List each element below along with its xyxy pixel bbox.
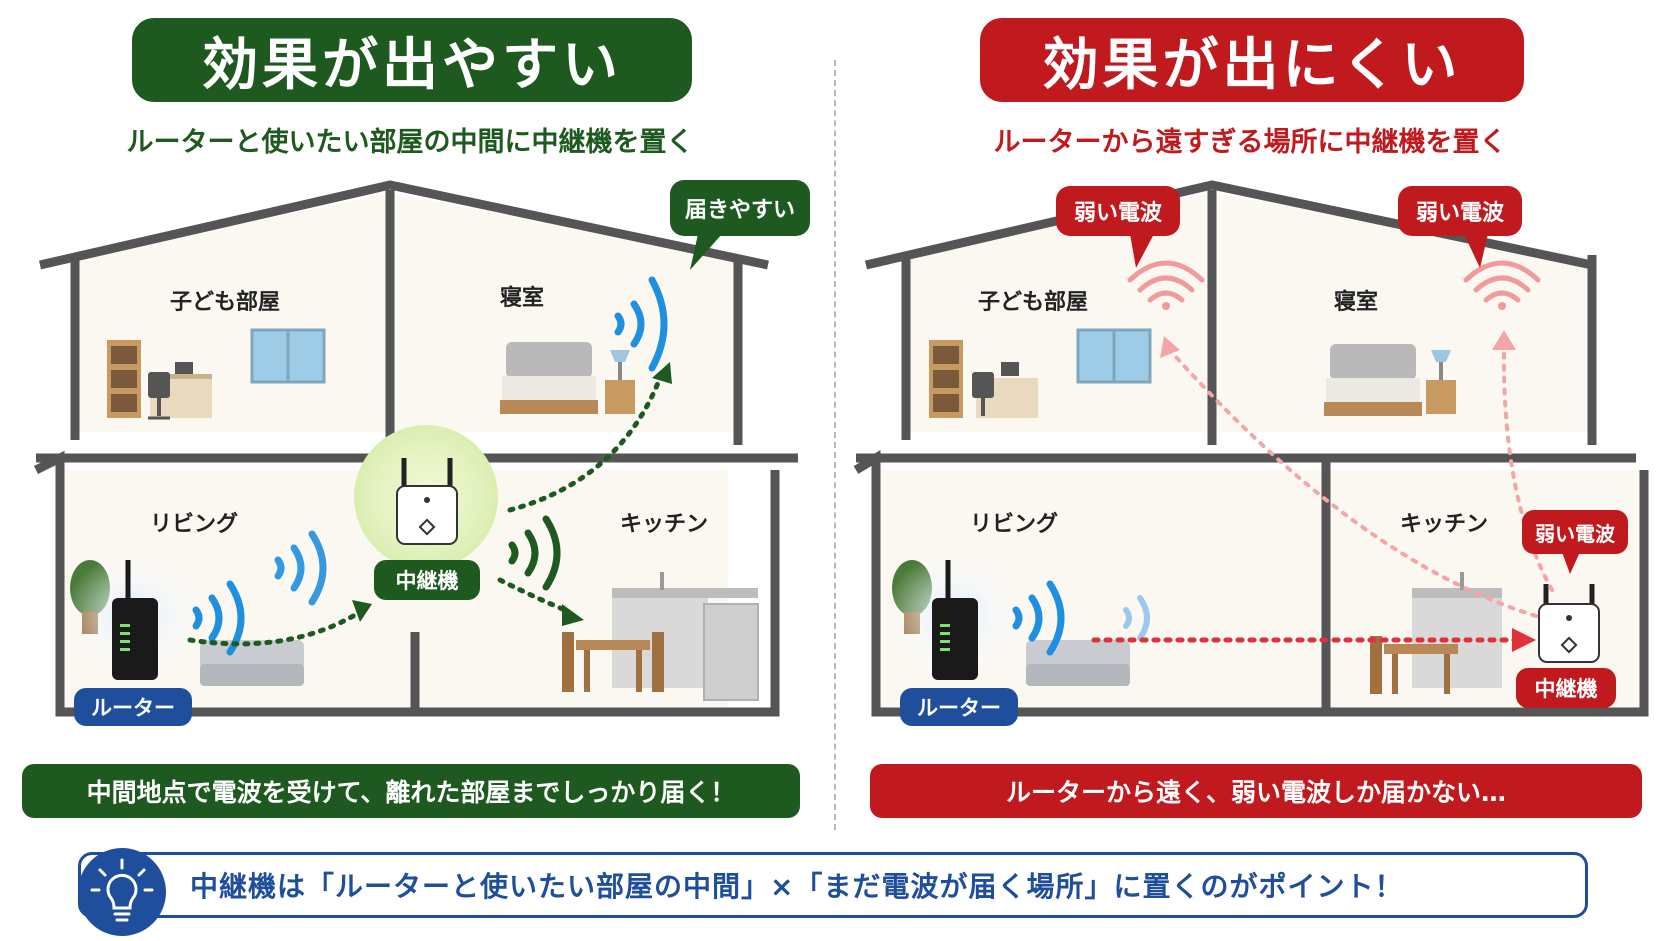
chair-icon	[972, 372, 994, 416]
mid-wifi-icon	[274, 530, 327, 606]
right-room-kitchen: キッチン	[1400, 512, 1489, 537]
router-wifi-icon	[1012, 580, 1065, 656]
left-summary: 中間地点で電波を受けて、離れた部屋までしっかり届く！	[22, 764, 800, 818]
bookshelf-icon	[107, 340, 141, 418]
right-banner: 効果が出にくい	[980, 18, 1524, 102]
extender-icon	[1538, 584, 1600, 663]
nightstand-icon	[605, 350, 635, 414]
right-room-bedroom: 寝室	[1334, 290, 1379, 315]
left-subtitle: ルーターと使いたい部屋の中間に中継機を置く	[126, 127, 694, 158]
right-room-living: リビング	[970, 512, 1059, 537]
right-room-kids: 子ども部屋	[978, 290, 1089, 315]
signal-path-arrows	[1091, 344, 1554, 643]
kids-window	[250, 328, 326, 384]
right-weak-bubble-kitchen: 弱い電波	[1522, 510, 1628, 554]
left-router-label: ルーター	[74, 688, 192, 726]
extender-icon	[396, 458, 458, 545]
sofa-icon	[200, 640, 304, 686]
kitchen-counter-icon	[1412, 572, 1502, 688]
right-summary: ルーターから遠く、弱い電波しか届かない…	[870, 764, 1642, 818]
bed-icon	[500, 342, 598, 414]
left-room-bedroom: 寝室	[500, 286, 545, 311]
left-room-kids: 子ども部屋	[170, 290, 281, 315]
tip-text: 中継機は「ルーターと使いたい部屋の中間」×「まだ電波が届く場所」に置くのがポイン…	[190, 870, 1404, 903]
left-room-living: リビング	[150, 512, 239, 537]
weak-wifi-icon-kids	[1127, 260, 1205, 303]
right-house-diagram	[853, 180, 1649, 717]
right-router-label: ルーター	[900, 688, 1018, 726]
nightstand-icon	[1426, 350, 1456, 414]
lightbulb-icon	[78, 848, 166, 936]
left-room-kitchen: キッチン	[620, 512, 709, 537]
center-divider	[834, 60, 836, 830]
kids-window	[1076, 328, 1152, 384]
router-icon	[112, 560, 158, 680]
extender-wifi-icon	[508, 515, 561, 591]
left-house-diagram	[33, 180, 798, 717]
left-extender-label: 中継機	[374, 560, 480, 600]
bookshelf-icon	[929, 340, 963, 418]
left-banner: 効果が出やすい	[132, 18, 692, 102]
bed-icon	[1324, 344, 1422, 416]
weak-wifi-icon-bedroom	[1463, 260, 1541, 303]
bedroom-wifi-icon	[614, 276, 668, 372]
right-weak-bubble-bedroom: 弱い電波	[1398, 186, 1522, 236]
chair-icon	[148, 372, 170, 420]
left-bubble-reachable: 届きやすい	[670, 180, 810, 236]
sofa-icon	[1026, 640, 1130, 686]
fading-wifi-icon	[1123, 595, 1150, 641]
kitchen-counter-icon	[612, 572, 759, 701]
right-extender-label: 中継機	[1516, 668, 1616, 708]
right-subtitle: ルーターから遠すぎる場所に中継機を置く	[993, 127, 1507, 158]
dining-table-icon	[1370, 636, 1458, 694]
right-weak-bubble-kids: 弱い電波	[1056, 186, 1180, 236]
router-icon	[932, 560, 978, 680]
dining-table-icon	[562, 632, 664, 692]
